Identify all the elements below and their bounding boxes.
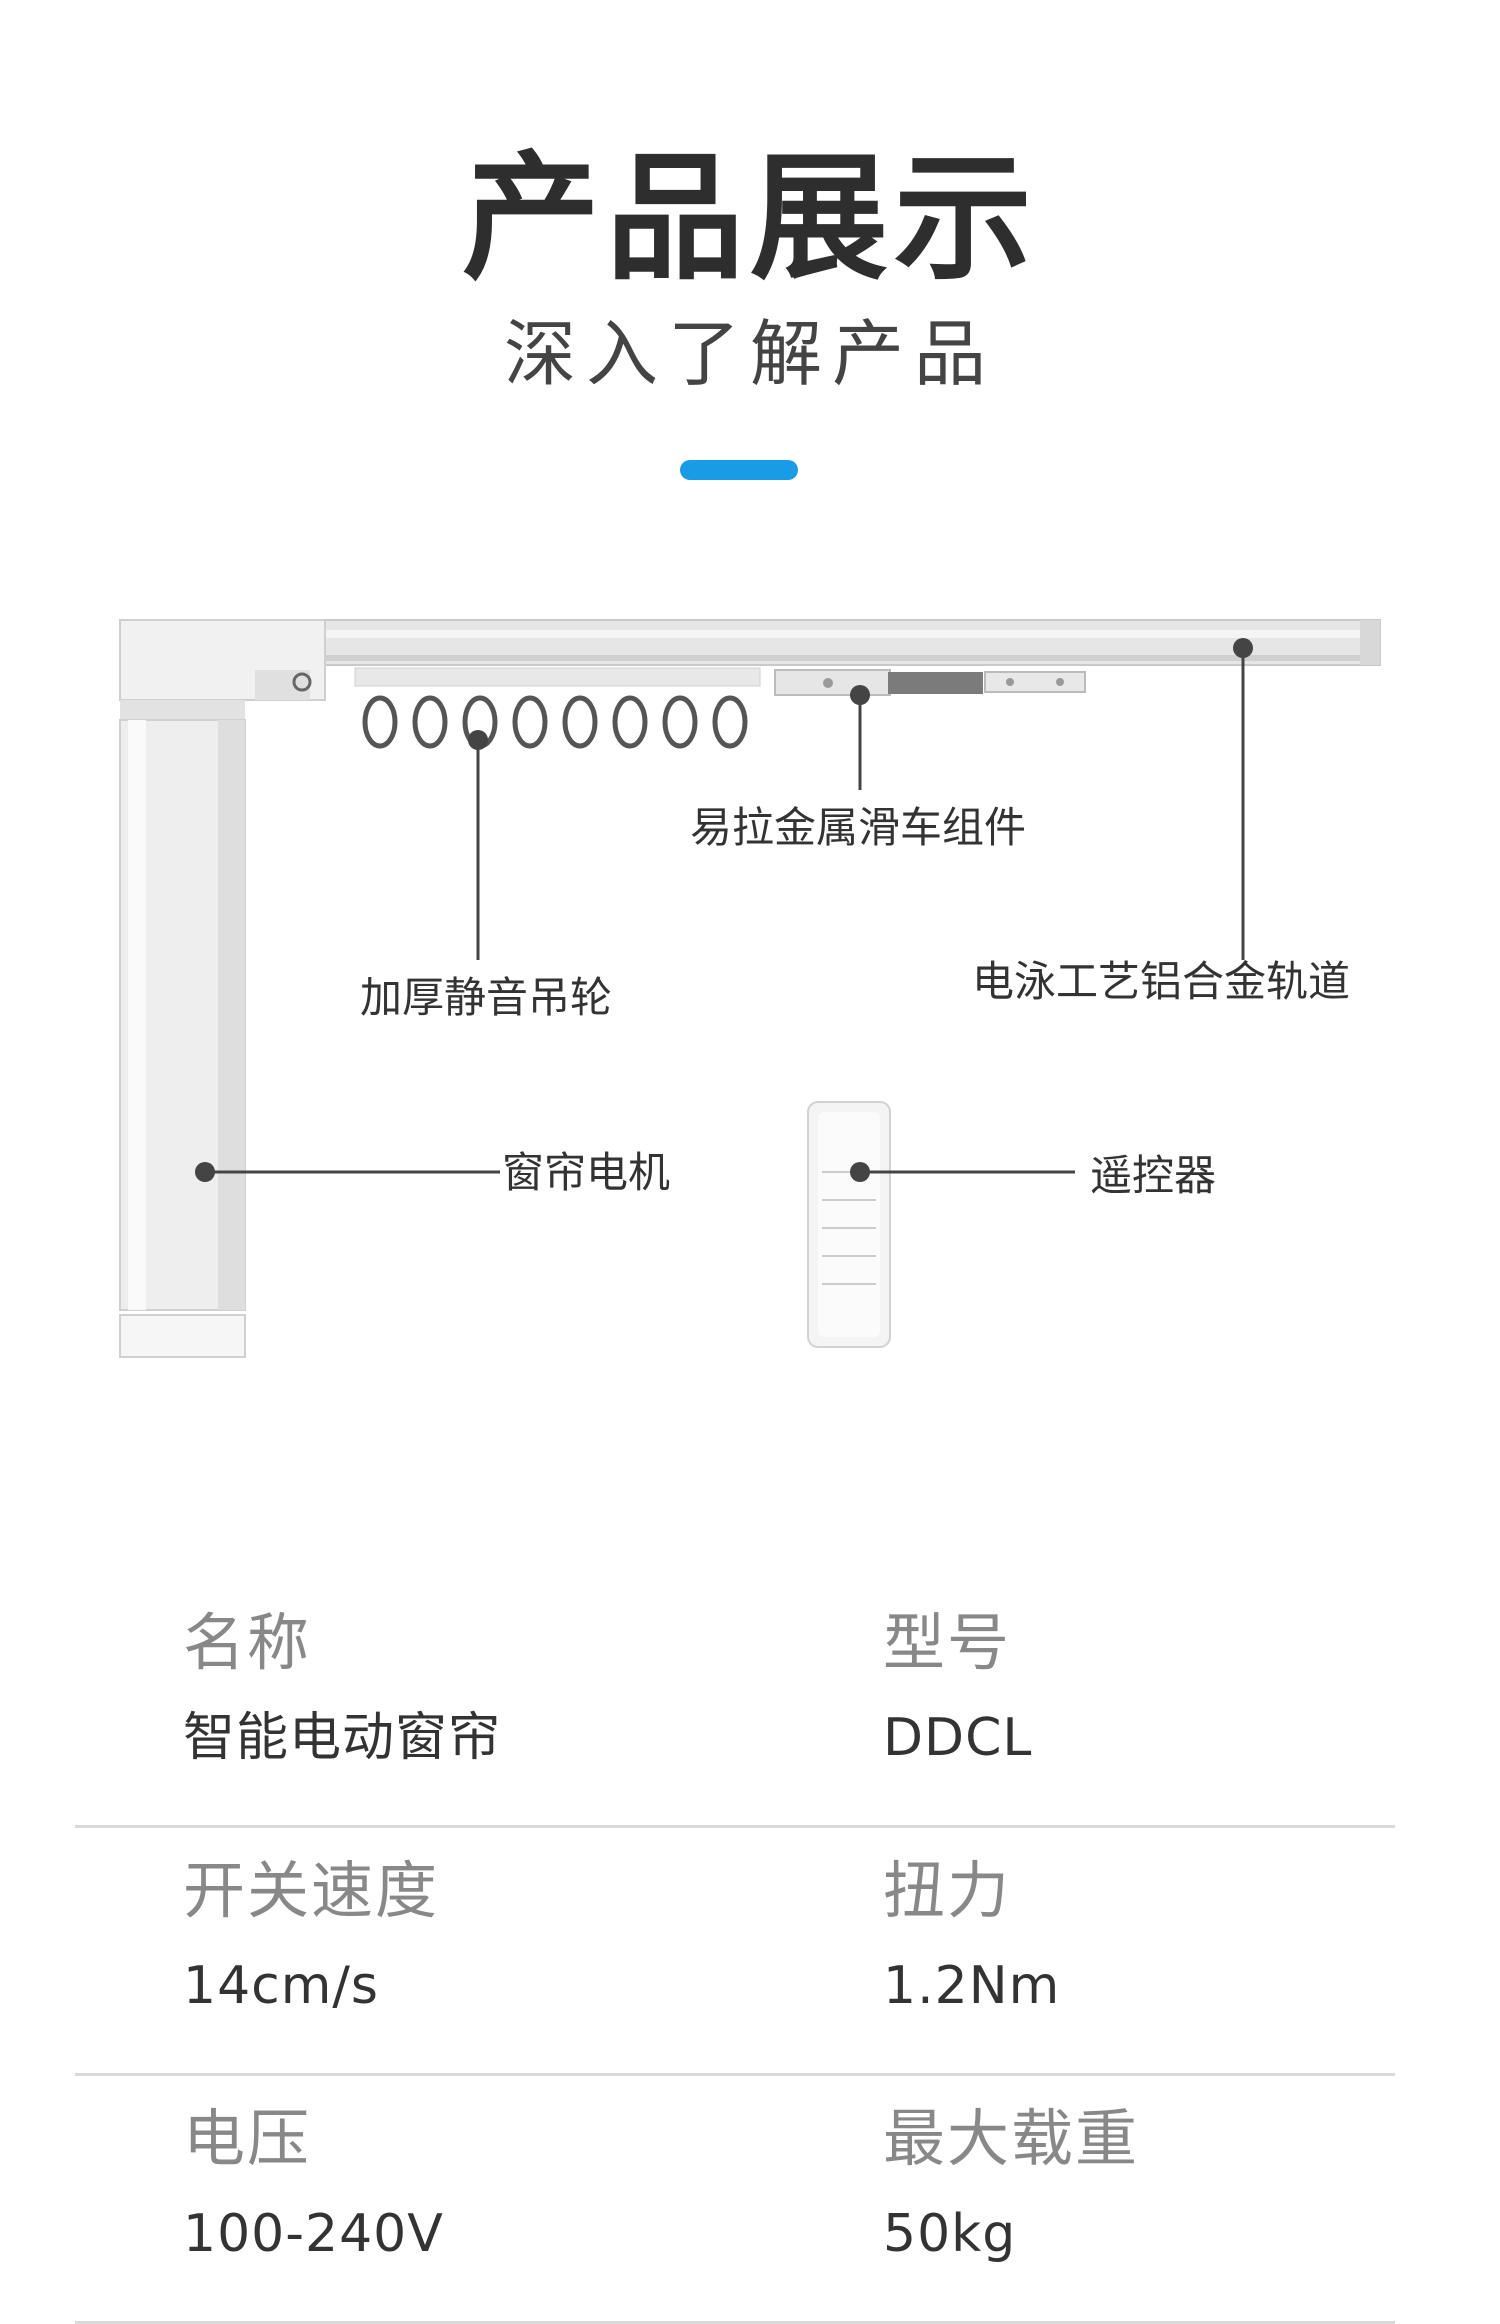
silent-hooks xyxy=(354,667,761,749)
label-hooks: 加厚静音吊轮 xyxy=(360,973,612,1022)
label-remote: 遥控器 xyxy=(1090,1151,1216,1200)
spec-key: 名称 xyxy=(183,1606,312,1679)
spec-row: 开关速度 14cm/s 扭力 1.2Nm xyxy=(75,1828,1395,2076)
spec-table: 名称 智能电动窗帘 型号 DDCL 开关速度 14cm/s 扭力 1.2Nm 电… xyxy=(75,1580,1395,2324)
spec-key: 型号 xyxy=(883,1606,1012,1679)
page-subtitle: 深入了解产品 xyxy=(503,312,996,396)
product-diagram: 易拉金属滑车组件 加厚静音吊轮 电泳工艺铝合金轨道 窗帘电机 遥控器 xyxy=(119,619,1381,1358)
pulley-assembly xyxy=(774,669,1086,696)
remote-control xyxy=(807,1101,891,1348)
spec-key: 扭力 xyxy=(883,1854,1012,1927)
aluminum-track xyxy=(319,619,1381,666)
label-pulley: 易拉金属滑车组件 xyxy=(690,803,1026,852)
spec-key: 电压 xyxy=(183,2102,312,2175)
label-track: 电泳工艺铝合金轨道 xyxy=(972,957,1350,1006)
spec-value: 50kg xyxy=(883,2204,1017,2264)
label-motor: 窗帘电机 xyxy=(502,1148,670,1197)
spec-value: 100-240V xyxy=(183,2204,444,2264)
spec-value: DDCL xyxy=(883,1708,1033,1768)
spec-row: 电压 100-240V 最大载重 50kg xyxy=(75,2076,1395,2324)
page-title: 产品展示 xyxy=(461,138,1038,299)
curtain-motor xyxy=(119,619,326,1358)
spec-row: 名称 智能电动窗帘 型号 DDCL xyxy=(75,1580,1395,1828)
spec-value: 1.2Nm xyxy=(883,1956,1061,2016)
accent-bar xyxy=(680,460,798,480)
spec-value: 智能电动窗帘 xyxy=(183,1708,502,1768)
spec-key: 最大载重 xyxy=(883,2102,1140,2175)
spec-key: 开关速度 xyxy=(183,1854,440,1927)
spec-value: 14cm/s xyxy=(183,1956,380,2016)
